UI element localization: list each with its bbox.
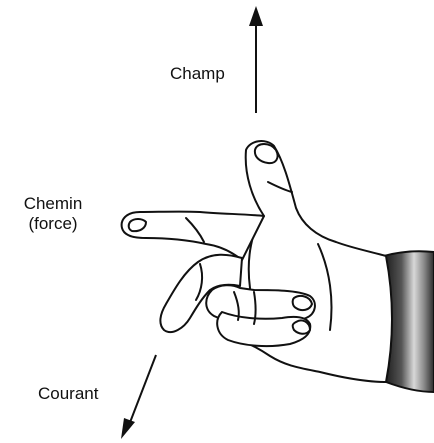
hand [122, 141, 392, 382]
path-force-label-line1: Chemin [18, 194, 88, 214]
current-arrow [121, 355, 156, 439]
field-label: Champ [170, 64, 225, 84]
current-label: Courant [38, 384, 98, 404]
index-finger [122, 212, 264, 260]
path-force-label: Chemin (force) [18, 194, 88, 234]
field-arrow [249, 6, 263, 113]
path-force-label-line2: (force) [18, 214, 88, 234]
